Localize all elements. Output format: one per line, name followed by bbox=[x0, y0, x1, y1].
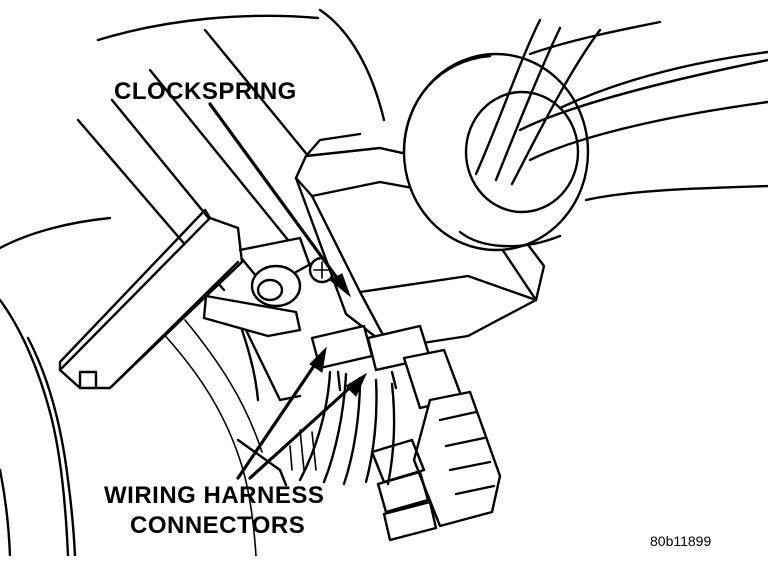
mounting-bracket bbox=[58, 208, 312, 390]
lower-frame bbox=[202, 294, 302, 487]
wiring-harness-label-line1: WIRING HARNESS bbox=[104, 482, 324, 509]
mounting-screw bbox=[250, 256, 342, 308]
harness-wires bbox=[289, 370, 396, 486]
steering-shaft bbox=[474, 18, 768, 202]
clockspring-label: CLOCKSPRING bbox=[114, 78, 297, 105]
wiring-harness-label-line2: CONNECTORS bbox=[130, 512, 305, 539]
connector-blocks bbox=[310, 324, 464, 410]
harness-leader-arrows bbox=[236, 346, 368, 480]
steering-column-shroud bbox=[0, 216, 263, 558]
clockspring-leader-arrow bbox=[208, 102, 352, 298]
connector-stack bbox=[370, 390, 502, 542]
clockspring-hub bbox=[402, 52, 590, 252]
figure-reference: 80b11899 bbox=[650, 533, 711, 549]
